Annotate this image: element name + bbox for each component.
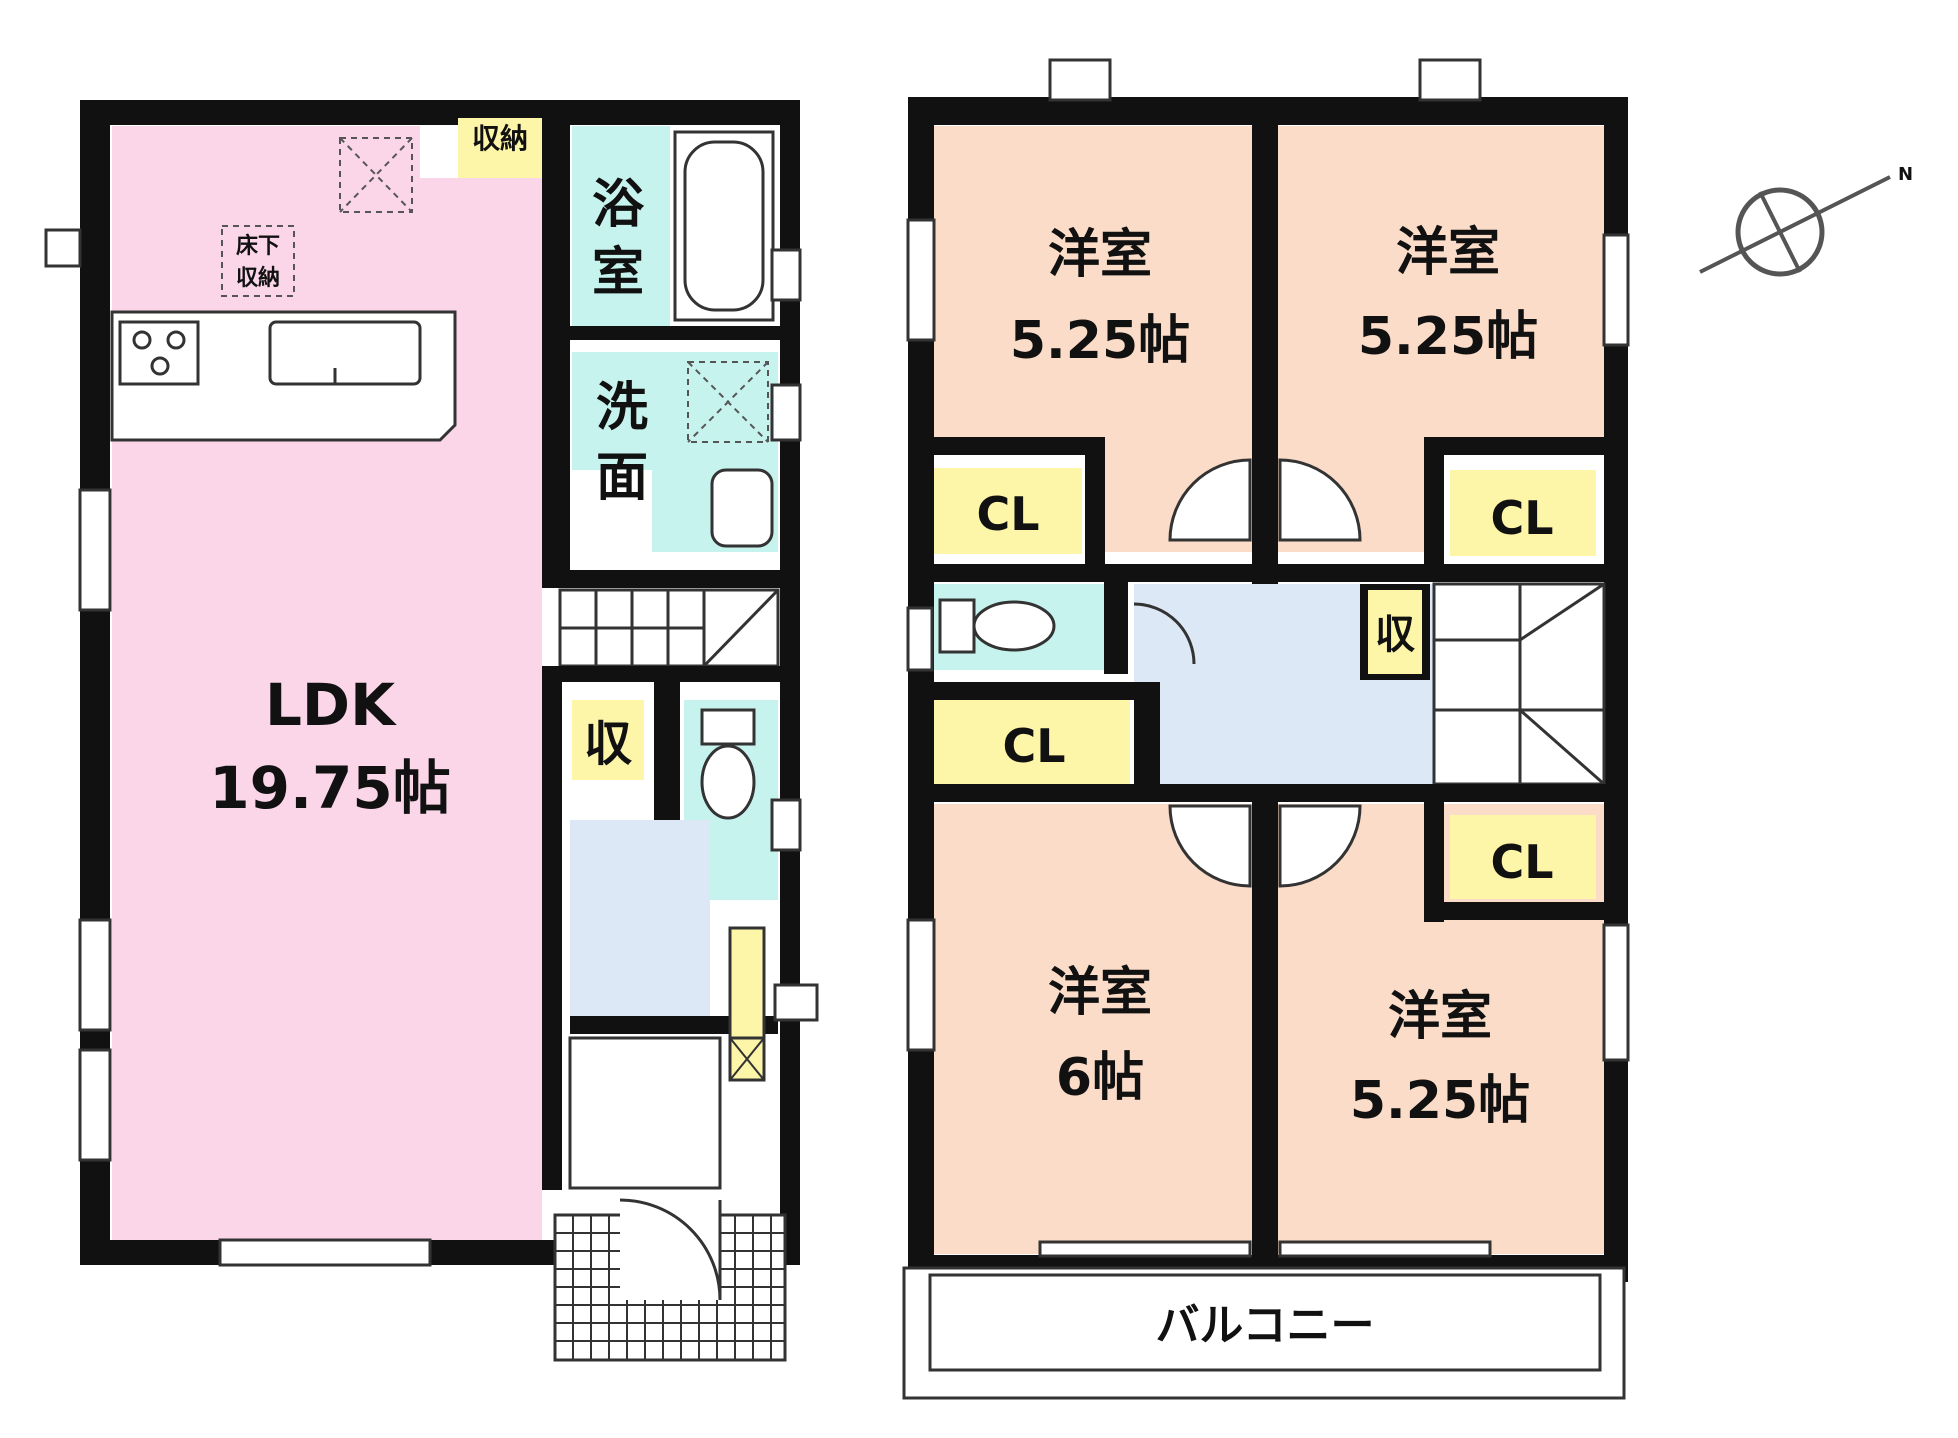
washer-icon: [687, 361, 769, 443]
washroom-label-1: 洗: [596, 378, 648, 438]
room-ne: [1278, 126, 1604, 440]
ldk-name: LDK: [265, 671, 397, 739]
compass-north: N: [1898, 164, 1913, 185]
closet-nw: [934, 468, 1082, 554]
toilet-icon-floor1: [700, 708, 756, 746]
entrance-hall: [570, 820, 710, 1016]
room-ne-name: 洋室: [1396, 223, 1500, 283]
closet-sw: [934, 700, 1130, 784]
toilet-icon-floor2: [938, 598, 976, 654]
closet-floor1-label: 収: [584, 716, 632, 772]
room-ne-size: 5.25帖: [1358, 307, 1538, 367]
sink-icon: [268, 320, 422, 386]
underfloor-label-top: 床下: [236, 233, 280, 259]
washroom-label-2: 面: [596, 448, 648, 508]
room-nw: [934, 126, 1252, 440]
room-sw-name: 洋室: [1048, 963, 1152, 1023]
closet-sw-label: CL: [1002, 719, 1065, 773]
stairs-floor1: [558, 588, 780, 668]
ldk-size: 19.75帖: [209, 754, 450, 822]
stairs-floor2: [1432, 582, 1606, 786]
floor1-windows: [44, 228, 819, 1267]
floor-2: 洋室 5.25帖 洋室 5.25帖 CL CL 収: [902, 58, 1630, 1400]
compass-icon: N: [1699, 164, 1913, 277]
underfloor-label-bottom: 収納: [236, 265, 280, 291]
bath-room: [572, 126, 670, 326]
floor2-windows: [906, 58, 1630, 1258]
room-sw: [934, 804, 1252, 1254]
room-se-name: 洋室: [1388, 987, 1492, 1047]
room-nw-size: 5.25帖: [1010, 311, 1190, 371]
storage-top-label: 収納: [472, 122, 528, 155]
room-se-size: 5.25帖: [1350, 1071, 1530, 1131]
closet-se-label: CL: [1490, 835, 1553, 889]
porch-tiles: [553, 1198, 787, 1362]
balcony-label: バルコニー: [1155, 1300, 1374, 1351]
floor-1: 床下 収納 収納 LDK 19.75帖 浴 室 洗 面: [44, 100, 819, 1362]
closet-floor1: [572, 700, 644, 780]
closet-ne-label: CL: [1490, 491, 1553, 545]
small-storage-label: 収: [1375, 612, 1415, 658]
storage-top: [458, 118, 542, 178]
room-sw-size: 6帖: [1056, 1048, 1144, 1108]
wash-basin-icon: [710, 468, 774, 548]
skylight-icon: [339, 137, 413, 213]
small-storage: [1368, 590, 1422, 674]
closet-ne: [1450, 470, 1596, 556]
closet-se: [1450, 815, 1596, 899]
shoe-closet: [728, 926, 766, 1040]
room-nw-name: 洋室: [1048, 225, 1152, 285]
bath-label-2: 室: [592, 243, 644, 303]
closet-nw-label: CL: [976, 487, 1039, 541]
underfloor-storage: [221, 225, 295, 297]
floor2-doors: [1133, 458, 1362, 888]
bath-label-1: 浴: [592, 175, 645, 235]
